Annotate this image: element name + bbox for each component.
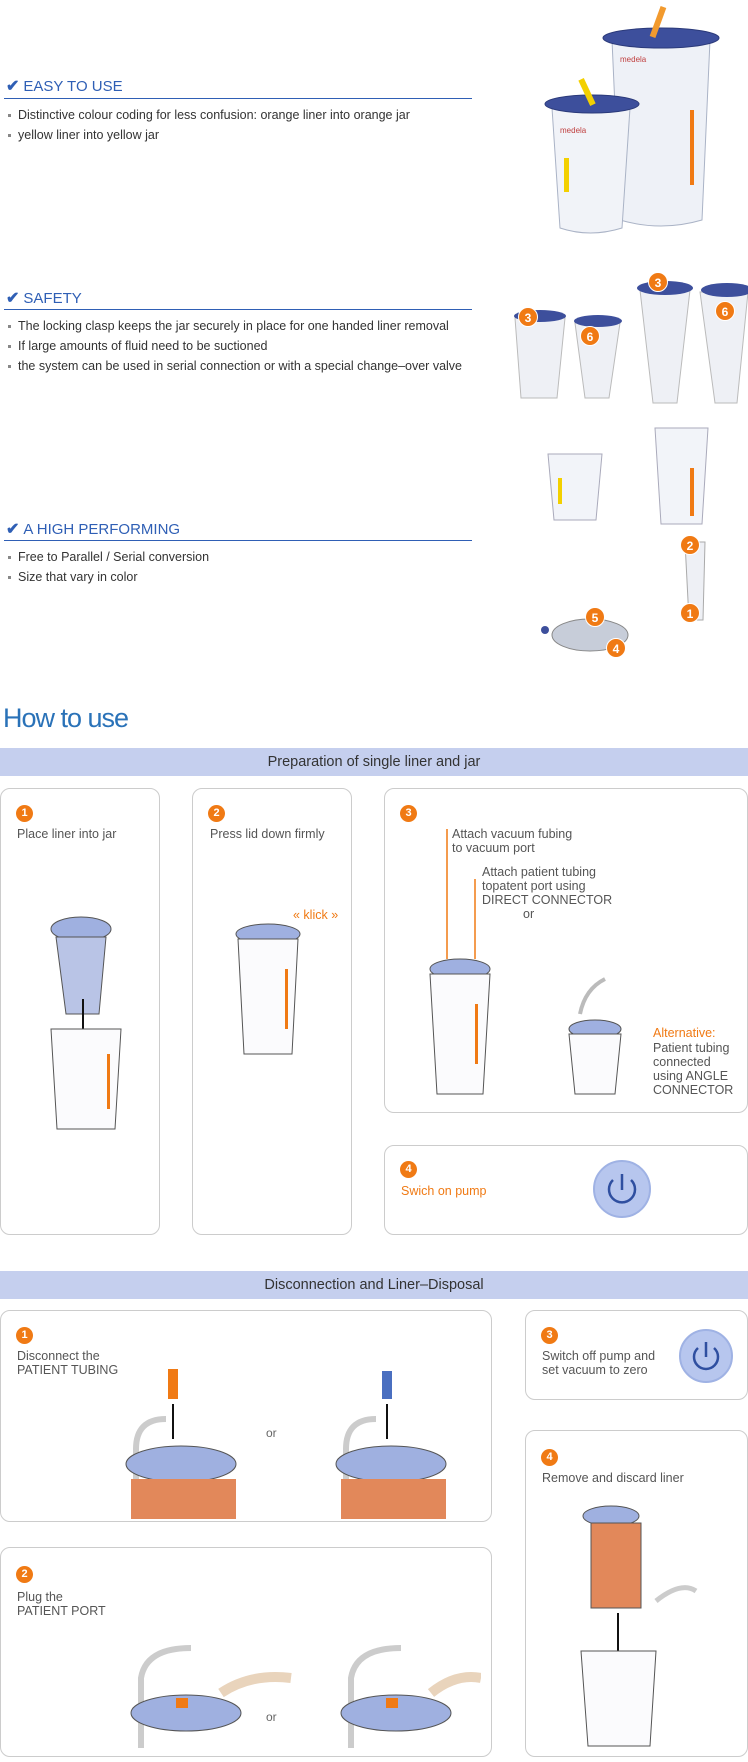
checkmark-icon: ✔ [6,521,20,538]
step-number: 3 [400,805,417,822]
page-title: How to use [3,703,129,733]
prep-step-4-panel: 4 Swich on pump [384,1145,748,1235]
badge-2: 2 [680,535,700,555]
badge-6: 6 [580,326,600,346]
badge-3: 3 [518,307,538,327]
feature-title-performing: ✔ A HIGH PERFORMING [6,520,181,539]
feature-bullets-easy: Distinctive colour coding for less confu… [8,105,410,145]
power-icon [692,1342,720,1371]
alternative-text: Patient tubing connected using ANGLE CON… [653,1041,734,1097]
attach-tubing-illustration [429,829,622,1095]
divider [4,309,472,310]
divider [4,540,472,541]
disposal-step-3-panel: 3 Switch off pump and set vacuum to zero [525,1310,748,1400]
step-number: 1 [16,805,33,822]
step-number: 4 [400,1161,417,1178]
remove-liner-illustration [580,1505,698,1747]
power-button[interactable] [679,1329,733,1383]
svg-text:medela: medela [620,55,647,64]
step-text: Switch off pump and set vacuum to zero [542,1349,656,1377]
step-number: 3 [541,1327,558,1344]
liner-into-jar-illustration [50,916,122,1130]
section-band-disposal: Disconnection and Liner–Disposal [0,1271,748,1299]
step-number: 2 [208,805,225,822]
or-label: or [266,1710,277,1724]
step-text: Disconnect the PATIENT TUBING [17,1349,119,1377]
checkmark-icon: ✔ [6,78,20,95]
prep-step-2-panel: 2 Press lid down firmly « klick » [192,788,352,1235]
badge-4: 4 [606,638,626,658]
step-text: Plug the PATIENT PORT [17,1590,106,1618]
badge-6: 6 [715,301,735,321]
feature-bullets-performing: Free to Parallel / Serial conversion Siz… [8,547,209,587]
plug-port-illustration [130,1645,481,1748]
product-jars-image: medela medela [544,5,720,234]
feature-title-safety: ✔ SAFETY [6,289,82,308]
badge-1: 1 [680,603,700,623]
disposal-step-2-panel: 2 Plug the PATIENT PORT or [0,1547,492,1757]
colored-jars-image [547,427,709,525]
vacuum-instruction: Attach vacuum fubing to vacuum port [452,827,573,855]
step-text: Press lid down firmly [210,827,325,841]
power-button[interactable] [593,1160,651,1218]
or-label: or [523,907,535,921]
badge-5: 5 [585,607,605,627]
step-text: Swich on pump [401,1184,487,1198]
step-text: Remove and discard liner [542,1471,684,1485]
liners-image [514,281,748,404]
disposal-step-1-panel: 1 Disconnect the PATIENT TUBING or [0,1310,492,1522]
svg-text:medela: medela [560,126,587,135]
step-number: 2 [16,1566,33,1583]
checkmark-icon: ✔ [6,290,20,307]
patient-instruction: Attach patient tubing topatent port usin… [482,865,613,907]
clasp-lid-image [541,541,706,652]
disposal-step-4-panel: 4 Remove and discard liner [525,1430,748,1757]
divider [4,98,472,99]
disconnect-tubing-illustration [125,1369,447,1519]
badge-3: 3 [648,272,668,292]
power-icon [607,1174,637,1204]
step-number: 4 [541,1449,558,1466]
step-number: 1 [16,1327,33,1344]
prep-step-3-panel: 3 Attach vacuum fubing to vacuum port At… [384,788,748,1113]
klick-label: « klick » [293,908,339,922]
prep-step-1-panel: 1 Place liner into jar [0,788,160,1235]
feature-title-easy: ✔ EASY TO USE [6,77,123,96]
feature-bullets-safety: The locking clasp keeps the jar securely… [8,316,462,376]
press-lid-illustration [235,923,301,1055]
or-label: or [266,1426,277,1440]
alternative-label: Alternative: [653,1026,716,1040]
step-text: Place liner into jar [17,827,117,841]
section-band-preparation: Preparation of single liner and jar [0,748,748,776]
